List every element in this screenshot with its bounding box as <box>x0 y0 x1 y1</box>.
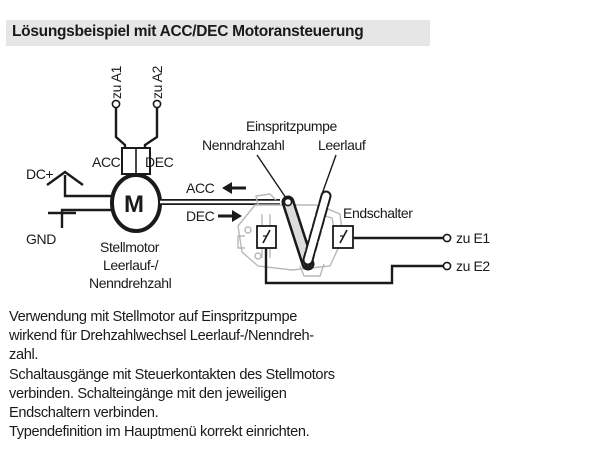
description-line-6: Endschaltern verbinden. <box>9 405 159 422</box>
terminal-e1-circle <box>442 233 452 243</box>
idle-lever-dashed-fill <box>304 192 330 264</box>
limit-switch-label: Endschalter <box>343 205 413 221</box>
gnd-label: GND <box>26 231 56 247</box>
motor-caption-line-3: Nenndrehzahl <box>89 275 172 291</box>
dc-plus-label: DC+ <box>26 166 53 182</box>
motor-caption-line-2: Leerlauf-/ <box>103 257 159 273</box>
pump-idle-label: Leerlauf <box>318 137 366 153</box>
description-line-2: wirkend für Drehzahlwechsel Leerlauf-/Ne… <box>9 328 314 345</box>
switch-output-wires <box>264 236 443 285</box>
dec-arrow-icon <box>218 210 242 222</box>
terminal-e2-circle <box>442 261 452 271</box>
pump-nominal-leader <box>256 154 287 199</box>
description-line-7: Typendefinition im Hauptmenü korrekt ein… <box>9 424 310 441</box>
terminal-a1-label: zu A1 <box>108 65 124 99</box>
acc-arrow-icon <box>222 182 246 194</box>
terminal-a1-circle <box>111 99 121 109</box>
pump-nominal-label: Nenndrahzahl <box>202 137 285 153</box>
terminal-a2-label: zu A2 <box>149 65 165 99</box>
terminal-e1-label: zu E1 <box>456 230 490 246</box>
limit-switch-right <box>332 225 354 249</box>
arrow-dec-label: DEC <box>186 208 215 224</box>
arrow-acc-label: ACC <box>186 180 215 196</box>
title-bar: Lösungsbeispiel mit ACC/DEC Motoransteue… <box>6 20 430 46</box>
pump-title: Einspritzpumpe <box>246 118 338 134</box>
motor-dec-label: DEC <box>145 154 174 170</box>
motor-acc-label: ACC <box>92 154 121 170</box>
motor-caption-line-1: Stellmotor <box>100 239 160 255</box>
description-line-3: zahl. <box>9 347 39 364</box>
pump-idle-leader <box>321 154 337 195</box>
description: Verwendung mit Stellmotor auf Einspritzp… <box>9 308 429 442</box>
terminal-e2-label: zu E2 <box>456 258 490 274</box>
description-line-1: Verwendung mit Stellmotor auf Einspritzp… <box>9 309 297 325</box>
supply-lines <box>46 170 112 228</box>
motor-symbol: M <box>124 191 144 218</box>
terminal-a2-circle <box>152 99 162 109</box>
description-line-5: verbinden. Schalteingänge mit den jeweil… <box>9 385 287 402</box>
description-line-4: Schaltausgänge mit Steuerkontakten des S… <box>9 366 335 383</box>
wiring-diagram: zu A1 zu A2 ACC DEC DC+ GND M Stellmotor… <box>26 65 491 291</box>
limit-switch-left <box>256 225 277 249</box>
title: Lösungsbeispiel mit ACC/DEC Motoransteue… <box>12 23 364 40</box>
pump-lever-pivot-top <box>283 197 293 207</box>
